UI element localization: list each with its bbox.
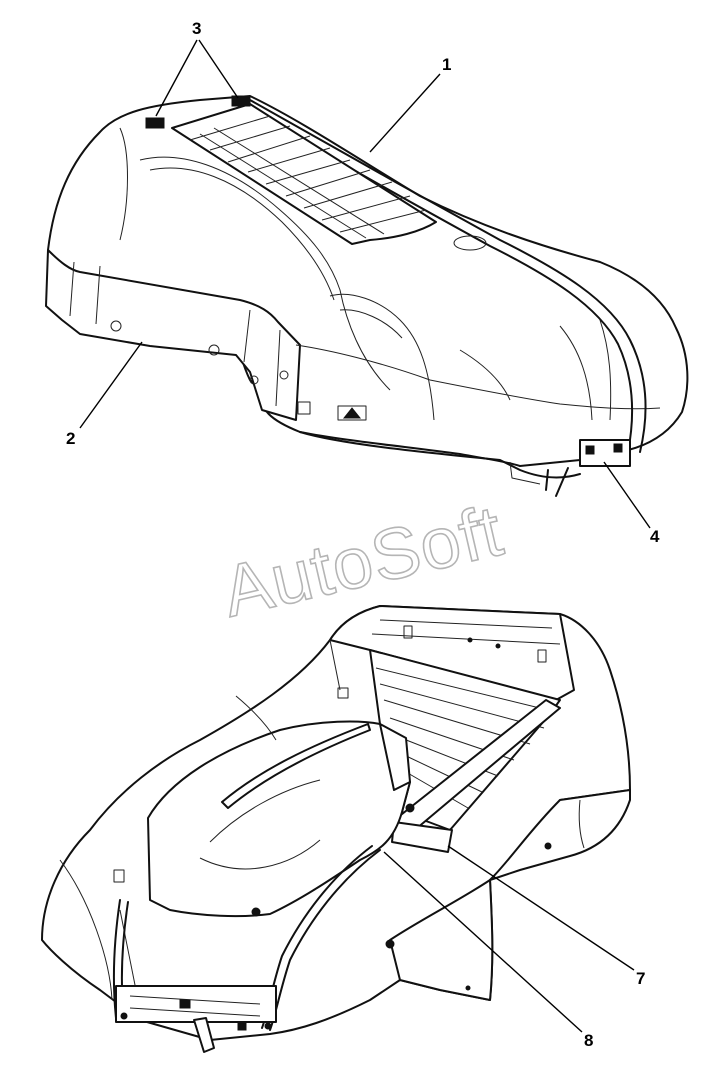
callout-1: 1 bbox=[369, 55, 451, 153]
center-tunnel bbox=[147, 720, 411, 918]
svg-text:8: 8 bbox=[584, 1031, 593, 1050]
callout-3: 3 bbox=[155, 19, 239, 117]
callout-7: 7 bbox=[447, 845, 645, 988]
seal-strip bbox=[249, 99, 647, 453]
svg-text:3: 3 bbox=[192, 19, 201, 38]
rear-frame bbox=[329, 605, 575, 701]
callout-2: 2 bbox=[66, 341, 143, 448]
svg-text:2: 2 bbox=[66, 429, 75, 448]
top-latch-right bbox=[231, 95, 251, 107]
svg-text:1: 1 bbox=[442, 55, 451, 74]
top-latch-left bbox=[145, 117, 165, 129]
tunnel-seal bbox=[221, 723, 371, 809]
right-skirt bbox=[489, 789, 631, 881]
vent-grille bbox=[171, 103, 437, 245]
svg-text:4: 4 bbox=[650, 527, 660, 546]
hood-interior-view bbox=[41, 605, 631, 1053]
callout-4: 4 bbox=[603, 461, 660, 546]
svg-text:7: 7 bbox=[636, 969, 645, 988]
filler-cap bbox=[453, 235, 487, 251]
callout-8: 8 bbox=[383, 851, 593, 1050]
hood-exterior-view bbox=[45, 95, 689, 497]
hood-shell bbox=[47, 95, 689, 467]
side-panel-left bbox=[45, 249, 301, 421]
